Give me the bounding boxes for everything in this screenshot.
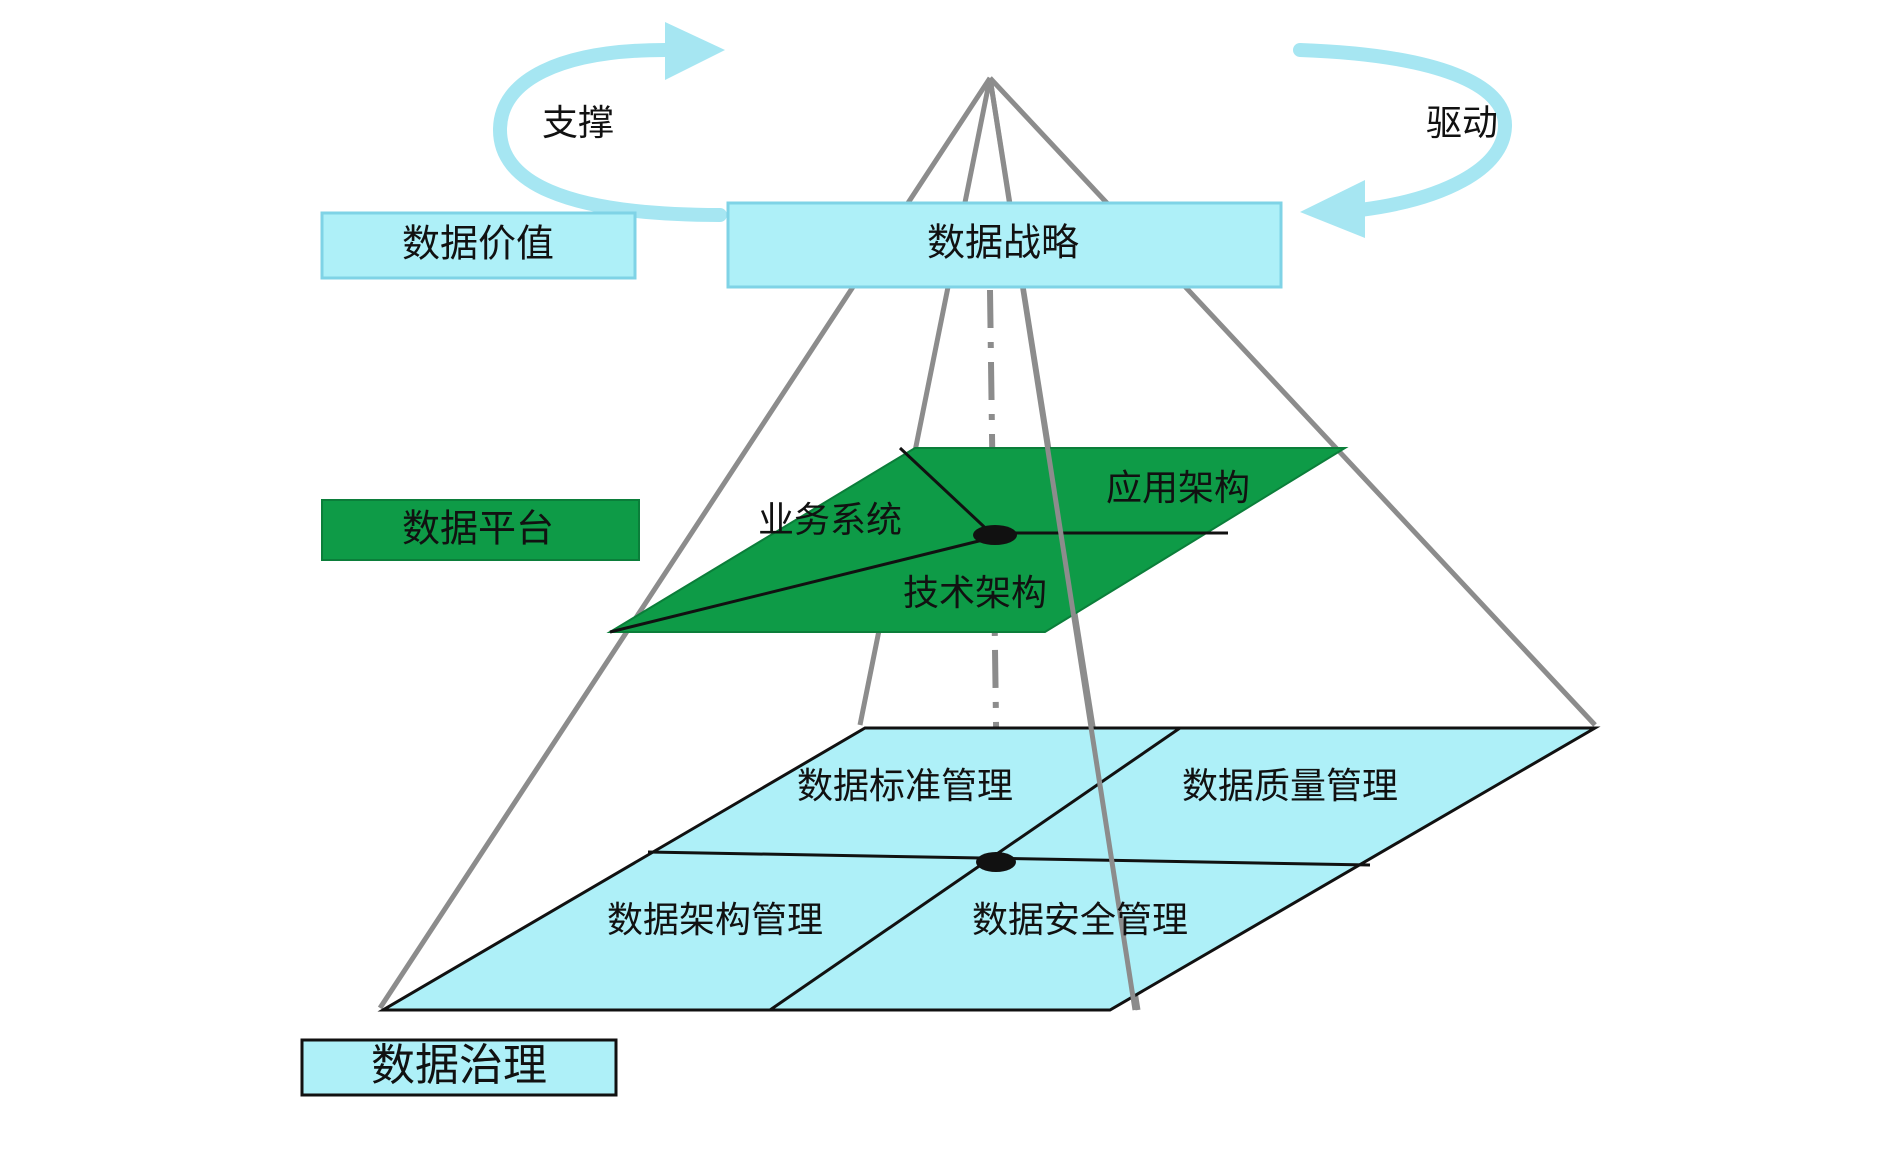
cycle-arrows: [492, 22, 1513, 238]
drive-arc: [1293, 43, 1513, 217]
governance-center-node: [976, 852, 1016, 872]
data-platform-label: 数据平台: [402, 507, 554, 551]
drive-arrowhead-icon: [1300, 180, 1365, 238]
data-value-box: [320, 211, 637, 280]
platform-plane: [606, 446, 1349, 634]
value-box-group: 数据价值: [320, 211, 637, 280]
platform-box-group: 数据平台: [321, 499, 640, 561]
strategy-box-group: 数据战略: [726, 201, 1283, 289]
data-strategy-box: [726, 201, 1283, 289]
governance-plane: [377, 726, 1601, 1012]
drive-label: 驱动: [1426, 103, 1498, 144]
data-governance-label: 数据治理: [371, 1040, 547, 1091]
standard-management-label: 数据标准管理: [797, 766, 1013, 807]
support-arrowhead-icon: [665, 22, 725, 80]
governance-box-group: 数据治理: [300, 1038, 618, 1097]
business-systems-label: 业务系统: [758, 500, 902, 541]
support-label: 支撑: [542, 103, 614, 144]
data-strategy-label: 数据战略: [927, 221, 1079, 265]
quality-management-label: 数据质量管理: [1182, 766, 1398, 807]
technical-architecture-label: 技术架构: [903, 573, 1047, 614]
central-axis: [987, 289, 1001, 866]
platform-center-node: [973, 525, 1017, 545]
security-management-label: 数据安全管理: [972, 900, 1188, 941]
data-platform-box: [321, 499, 640, 561]
data-governance-box: [300, 1038, 618, 1097]
application-architecture-label: 应用架构: [1106, 468, 1250, 509]
architecture-management-label: 数据架构管理: [607, 900, 823, 941]
data-value-label: 数据价值: [402, 222, 554, 266]
support-arc: [492, 43, 727, 222]
